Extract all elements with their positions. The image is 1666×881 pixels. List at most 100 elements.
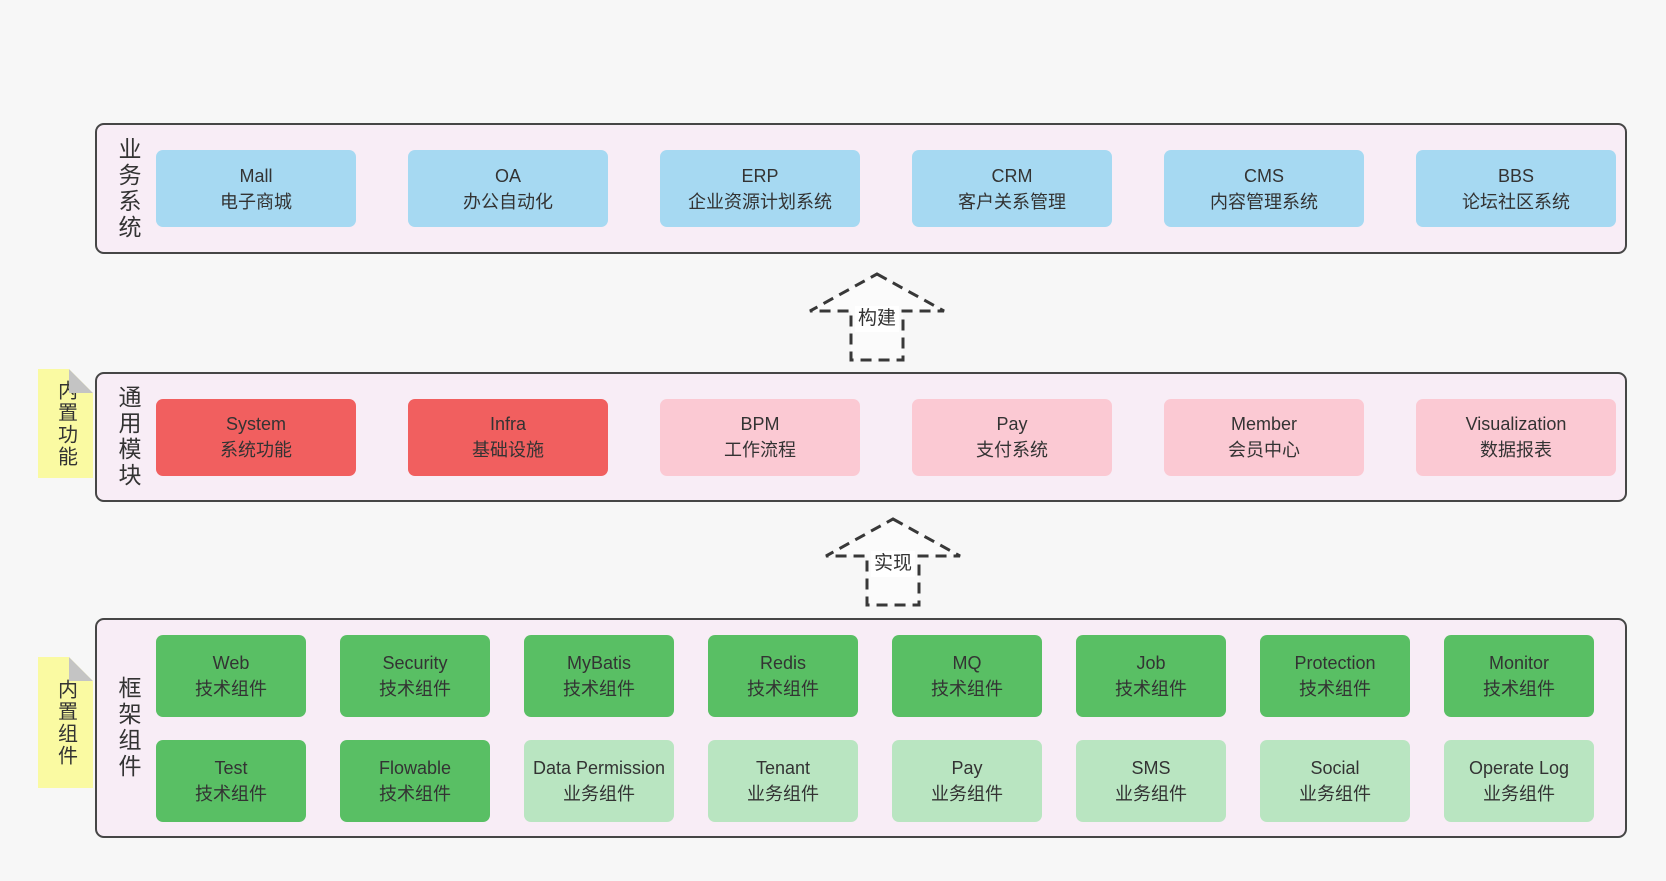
arrow-build: 构建	[807, 271, 947, 363]
sticky-note-built-in-features: 内置功能	[38, 369, 93, 478]
module-subtitle: 办公自动化	[463, 191, 553, 212]
module-subtitle: 技术组件	[747, 678, 819, 699]
module-title: Data Permission	[532, 757, 666, 778]
module-subtitle: 电子商城	[220, 191, 292, 212]
module-subtitle: 会员中心	[1228, 440, 1300, 460]
module-subtitle: 业务组件	[1483, 783, 1555, 804]
module-box-infra: Infra 基础设施	[408, 398, 608, 476]
module-subtitle: 技术组件	[379, 783, 451, 804]
module-title: OA	[494, 165, 521, 186]
module-title: System	[225, 414, 286, 434]
module-subtitle: 企业资源计划系统	[688, 191, 832, 212]
module-subtitle: 业务组件	[931, 783, 1003, 804]
band-label-framework-components: 框架组件	[115, 676, 141, 780]
module-box-pay: Pay 支付系统	[912, 398, 1112, 476]
module-title: MyBatis	[566, 652, 631, 673]
module-title: Member	[1230, 414, 1297, 434]
module-box-oa: OA 办公自动化	[408, 150, 608, 227]
business-systems-boxes: Mall 电子商城 OA 办公自动化 ERP 企业资源计划系统 CRM 客户关系管理 CMS 内容…	[156, 150, 1616, 227]
module-subtitle: 内容管理系统	[1210, 191, 1318, 212]
module-title: BBS	[1497, 165, 1535, 186]
module-title: Infra	[489, 414, 527, 434]
module-subtitle: 工作流程	[724, 440, 796, 460]
module-box-protection: Protection 技术组件	[1260, 634, 1410, 717]
sticky-note-label: 内置功能	[54, 379, 77, 468]
module-box-erp: ERP 企业资源计划系统	[660, 150, 860, 227]
module-box-sms: SMS 业务组件	[1076, 739, 1226, 822]
module-subtitle: 技术组件	[1483, 678, 1555, 699]
arrow-implement: 实现	[823, 516, 963, 608]
module-subtitle: 客户关系管理	[958, 191, 1066, 212]
module-title: Pay	[951, 757, 983, 778]
module-title: SMS	[1131, 757, 1171, 778]
module-box-bbs: BBS 论坛社区系统	[1416, 150, 1616, 227]
module-title: Flowable	[378, 757, 452, 778]
module-title: BPM	[740, 414, 780, 434]
module-subtitle: 技术组件	[195, 783, 267, 804]
band-business-systems: 业务系统 Mall 电子商城 OA 办公自动化 ERP 企业资源计划系统 CRM 客户关系管理…	[95, 123, 1627, 254]
module-subtitle: 论坛社区系统	[1462, 191, 1570, 212]
module-title: Test	[214, 757, 248, 778]
module-box-security: Security 技术组件	[340, 634, 490, 717]
note-fold-corner	[69, 369, 93, 393]
module-subtitle: 业务组件	[1299, 783, 1371, 804]
module-title: CMS	[1244, 165, 1284, 186]
note-fold-corner	[69, 657, 93, 681]
module-title: Visualization	[1465, 414, 1567, 434]
module-subtitle: 业务组件	[747, 783, 819, 804]
module-box-mall: Mall 电子商城	[156, 150, 356, 227]
module-title: CRM	[991, 165, 1033, 186]
module-title: Social	[1310, 757, 1360, 778]
module-title: ERP	[741, 165, 779, 186]
module-box-redis: Redis 技术组件	[708, 634, 858, 717]
module-box-cms: CMS 内容管理系统	[1164, 150, 1364, 227]
module-title: Monitor	[1488, 652, 1550, 673]
module-box-bpm: BPM 工作流程	[660, 398, 860, 476]
module-subtitle: 技术组件	[1299, 678, 1371, 699]
module-box-monitor: Monitor 技术组件	[1444, 634, 1594, 717]
module-subtitle: 支付系统	[976, 440, 1048, 460]
arrow-label: 实现	[870, 551, 916, 577]
module-box-data-permission: Data Permission 业务组件	[524, 739, 674, 822]
module-box-crm: CRM 客户关系管理	[912, 150, 1112, 227]
module-subtitle: 技术组件	[1115, 678, 1187, 699]
module-title: Pay	[996, 414, 1028, 434]
module-title: Mall	[239, 165, 273, 186]
module-subtitle: 业务组件	[563, 783, 635, 804]
module-box-flowable: Flowable 技术组件	[340, 739, 490, 822]
band-common-modules: 通用模块 System 系统功能 Infra 基础设施 BPM 工作流程 Pay 支付系统 Me…	[95, 372, 1627, 502]
module-subtitle: 系统功能	[220, 440, 292, 460]
module-title: Redis	[759, 652, 807, 673]
module-subtitle: 基础设施	[472, 440, 544, 460]
module-title: Operate Log	[1468, 757, 1570, 778]
module-box-test: Test 技术组件	[156, 739, 306, 822]
module-title: MQ	[952, 652, 982, 673]
band-label-common-modules: 通用模块	[115, 385, 141, 489]
sticky-note-built-in-components: 内置组件	[38, 657, 93, 788]
band-label-business-systems: 业务系统	[115, 136, 141, 241]
module-box-mq: MQ 技术组件	[892, 634, 1042, 717]
arrow-label: 构建	[854, 306, 900, 332]
common-modules-boxes: System 系统功能 Infra 基础设施 BPM 工作流程 Pay 支付系统 Member 会…	[156, 398, 1616, 476]
module-subtitle: 数据报表	[1480, 440, 1552, 460]
sticky-note-label: 内置组件	[54, 678, 77, 767]
module-title: Protection	[1294, 652, 1376, 673]
module-box-pay: Pay 业务组件	[892, 739, 1042, 822]
module-title: Job	[1136, 652, 1166, 673]
module-title: Security	[382, 652, 448, 673]
module-box-system: System 系统功能	[156, 398, 356, 476]
module-subtitle: 技术组件	[931, 678, 1003, 699]
module-title: Tenant	[755, 757, 811, 778]
module-subtitle: 业务组件	[1115, 783, 1187, 804]
module-box-operate-log: Operate Log 业务组件	[1444, 739, 1594, 822]
module-box-tenant: Tenant 业务组件	[708, 739, 858, 822]
module-box-visualization: Visualization 数据报表	[1416, 398, 1616, 476]
module-subtitle: 技术组件	[379, 678, 451, 699]
module-box-job: Job 技术组件	[1076, 634, 1226, 717]
module-title: Web	[212, 652, 250, 673]
